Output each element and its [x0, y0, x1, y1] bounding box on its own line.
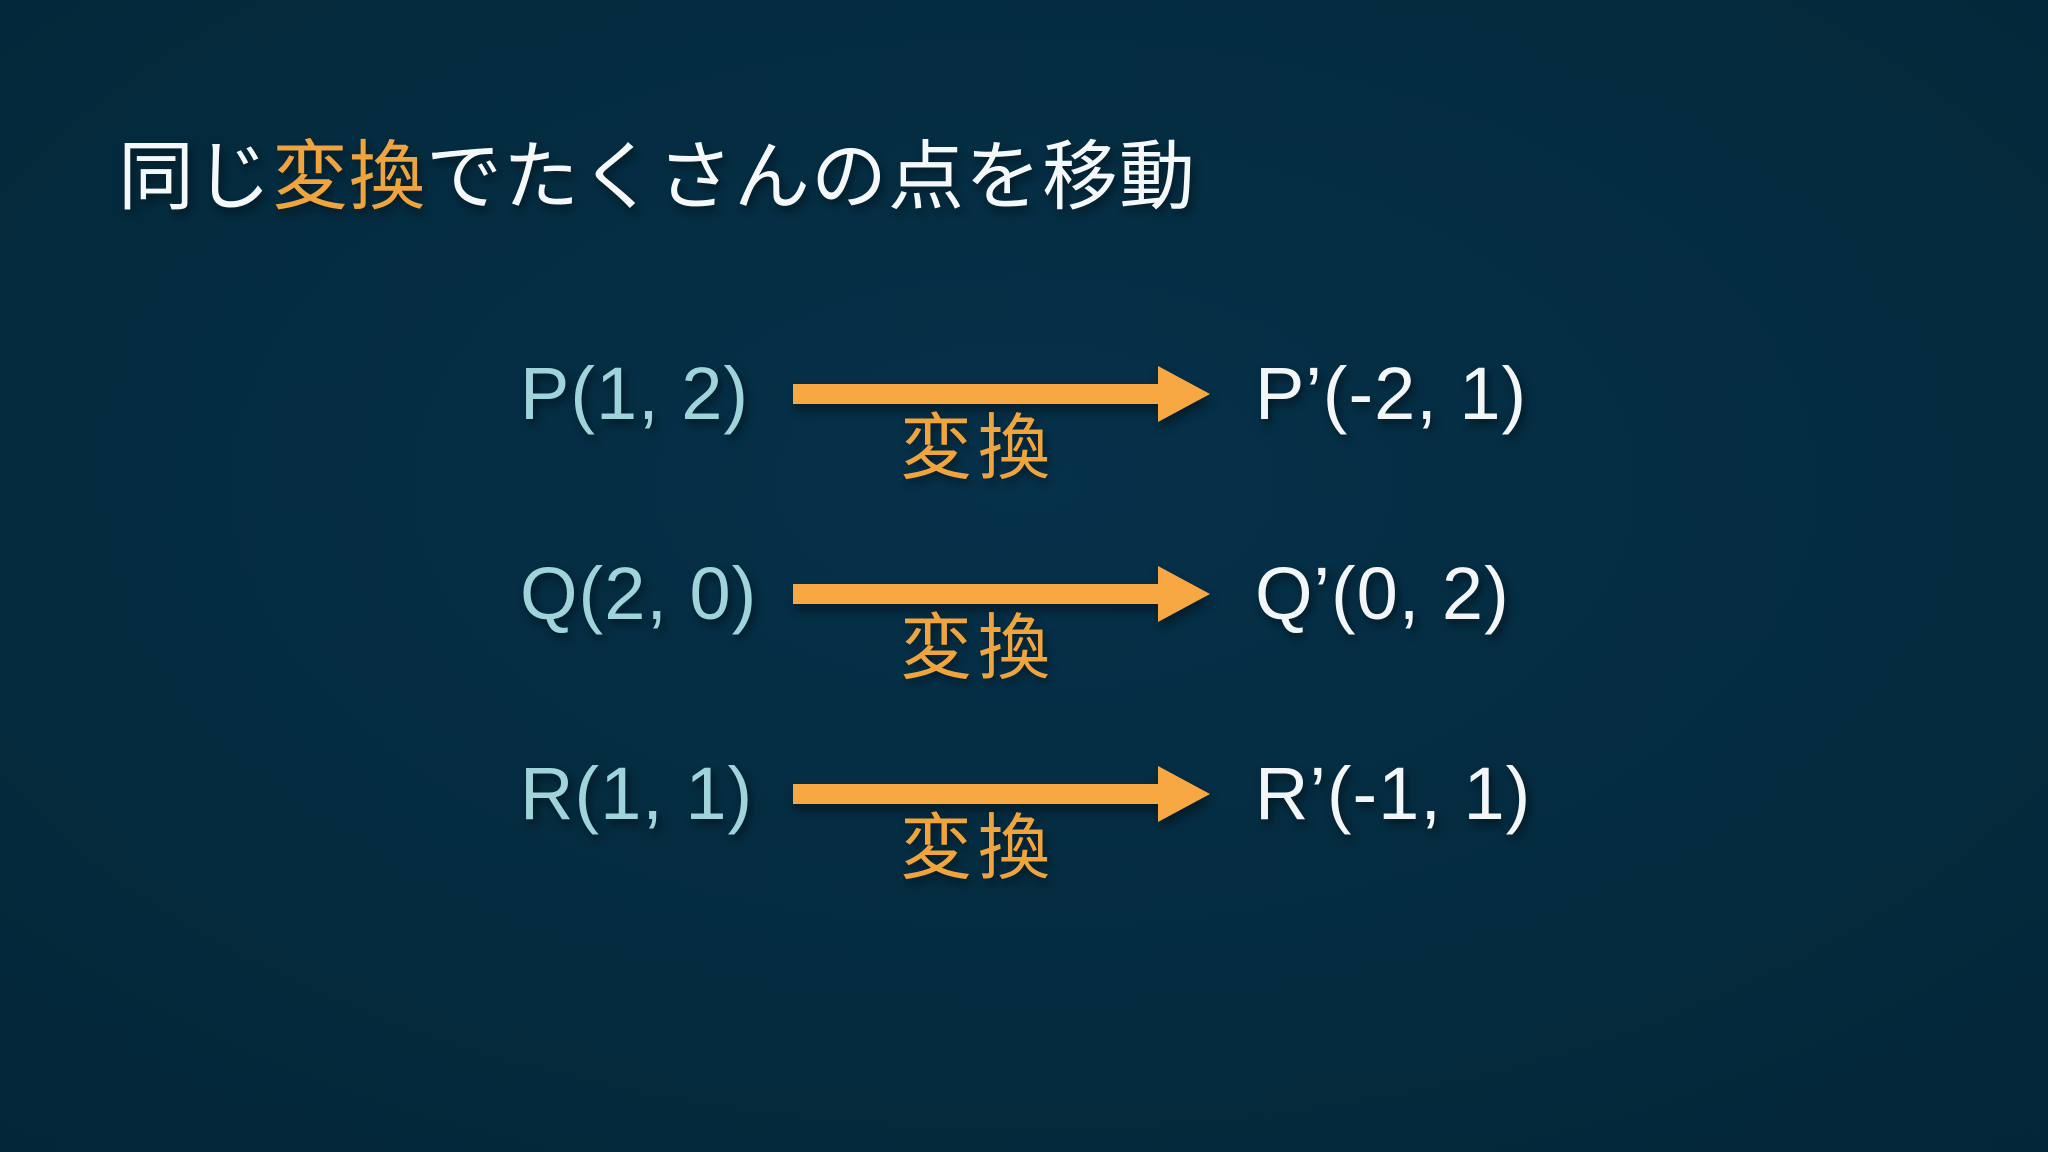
transform-arrow-icon [793, 366, 1210, 422]
arrow-shaft [793, 384, 1163, 404]
source-point-label: P(1, 2) [520, 352, 750, 435]
title-segment-emphasis: 変換 [272, 135, 426, 220]
target-point-label: P’(-2, 1) [1255, 352, 1528, 435]
target-point-label: Q’(0, 2) [1255, 552, 1510, 635]
title-segment: でたくさんの点を移動 [426, 135, 1196, 220]
title-segment: 同じ [118, 135, 272, 220]
arrow-head-icon [1158, 366, 1210, 422]
source-point-label: R(1, 1) [520, 752, 754, 835]
arrow-head-icon [1158, 566, 1210, 622]
target-point-label: R’(-1, 1) [1255, 752, 1532, 835]
arrow-shaft [793, 584, 1163, 604]
source-point-label: Q(2, 0) [520, 552, 758, 635]
transform-arrow-icon [793, 766, 1210, 822]
transform-label: 変換 [899, 809, 1056, 889]
transform-label: 変換 [899, 609, 1056, 689]
transform-arrow-icon [793, 566, 1210, 622]
slide-title: 同じ変換でたくさんの点を移動 [118, 138, 1196, 218]
arrow-shaft [793, 784, 1163, 804]
transform-label: 変換 [899, 409, 1056, 489]
arrow-head-icon [1158, 766, 1210, 822]
